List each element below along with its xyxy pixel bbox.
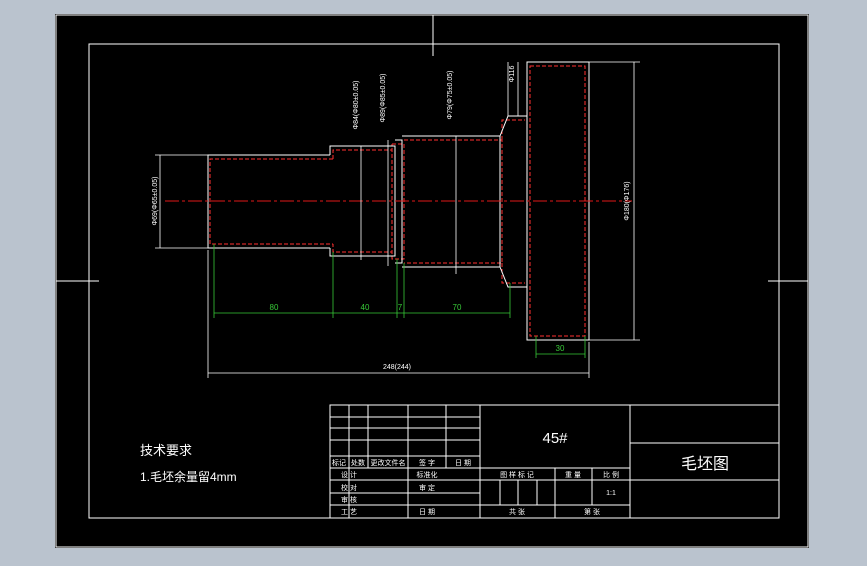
audit-label: 审 定 <box>419 483 435 492</box>
dim-length-40: 40 <box>361 303 370 312</box>
dim-dia-step4: Φ79(Φ75±0.05) <box>447 71 454 120</box>
date-label: 日 期 <box>419 508 435 516</box>
std-label: 标准化 <box>417 470 438 479</box>
material-label: 45# <box>542 430 568 447</box>
stage-label: 图 样 标 记 <box>500 470 534 479</box>
rev-header-file: 更改文件名 <box>371 458 406 467</box>
scale-label: 比 例 <box>603 470 619 479</box>
rev-header-mark: 标记 <box>332 458 346 467</box>
dim-dia-left: Φ69(Φ65±0.05) <box>152 177 159 226</box>
row-process: 工 艺 <box>341 508 357 516</box>
dimension-lines-green <box>213 244 586 358</box>
dim-dia-flange: Φ180(Φ176) <box>624 181 631 220</box>
dimension-lines-white <box>155 61 640 378</box>
rev-header-date: 日 期 <box>455 459 471 467</box>
drawing-name: 毛坯图 <box>681 455 729 473</box>
tech-req-title: 技术要求 <box>140 443 192 458</box>
row-design: 设 计 <box>341 470 357 479</box>
dim-dia-step2: Φ84(Φ80±0.05) <box>353 81 360 130</box>
tech-req-item-1: 1.毛坯余量留4mm <box>140 469 237 484</box>
dim-length-80: 80 <box>270 303 279 312</box>
weight-label: 重 量 <box>565 471 581 479</box>
rev-header-count: 处数 <box>351 458 365 467</box>
rev-header-sign: 签 字 <box>419 458 435 467</box>
dim-length-7: 7 <box>398 303 403 312</box>
scale-value: 1:1 <box>606 490 616 497</box>
dim-total-length: 248(244) <box>383 364 411 371</box>
title-block-grid <box>329 404 780 519</box>
dim-length-30: 30 <box>556 344 565 353</box>
sheet-number: 第 张 <box>584 507 600 516</box>
dim-dia-neck: Φ116 <box>509 66 516 83</box>
dim-dia-step3: Φ89(Φ85±0.05) <box>380 74 387 123</box>
sheets-total: 共 张 <box>509 507 525 516</box>
row-check: 校 对 <box>341 483 357 492</box>
centering-marks <box>56 15 808 282</box>
dim-length-70: 70 <box>453 303 462 312</box>
row-review: 审 核 <box>341 495 357 504</box>
drawing-sheet <box>55 14 809 548</box>
